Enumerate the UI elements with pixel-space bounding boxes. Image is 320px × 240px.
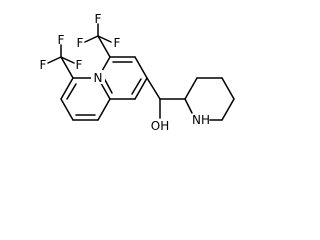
label-mask [91,70,105,84]
bond [146,77,161,100]
bond-lines [47,23,235,121]
bond [221,77,235,100]
bond [134,56,148,79]
bond [131,78,142,95]
quinoline-nitrogen-label: N [94,71,103,85]
fluorine-label: F [114,36,121,50]
bond [184,77,198,100]
fluorine-label: F [40,58,47,72]
bond [60,77,74,100]
bond [84,35,99,43]
fluorine-label: F [76,58,83,72]
bond [134,77,148,100]
bond [60,56,74,79]
bond [184,98,193,114]
bond [60,56,75,64]
piperidine-nh-label: NH [192,113,210,127]
bond [221,98,235,121]
bond [97,35,112,43]
chemical-structure: F F F F F F N OH NH [40,12,235,133]
fluorine-label: F [77,36,84,50]
atom-labels: F F F F F F N OH NH [40,12,210,133]
fluorine-label: F [58,33,65,47]
fluorine-label: F [95,12,102,26]
bond [60,98,74,121]
hydroxyl-label: OH [151,119,169,133]
bond [103,77,113,94]
bond [47,56,62,64]
bond [97,35,111,58]
bond [66,83,77,100]
bond [97,98,111,121]
